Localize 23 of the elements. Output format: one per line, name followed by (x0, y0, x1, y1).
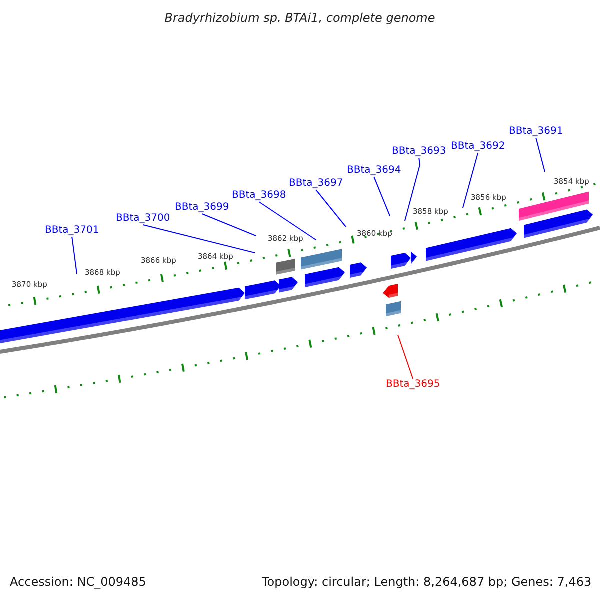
gene-label: BBta_3697 (289, 178, 344, 190)
gene-label: BBta_3700 (116, 213, 170, 225)
footer-text: Accession: NC_009485 (10, 575, 146, 589)
gene-label: BBta_3693 (392, 146, 446, 158)
leader-line (202, 214, 256, 236)
gene-label: BBta_3691 (509, 126, 564, 138)
leader-line (142, 224, 256, 254)
footer-text: Topology: circular; Length: 8,264,687 bp; Genes: 7,463 (262, 575, 592, 589)
gene-label: BBta_3701 (45, 225, 100, 237)
leader-line (398, 334, 414, 380)
leader-line (462, 152, 479, 208)
leader-line (72, 236, 78, 274)
leader-line (316, 190, 346, 228)
leader-line (374, 176, 390, 216)
title: Bradyrhizobium sp. BTAi1, complete genome (164, 11, 436, 25)
leader-line (536, 138, 546, 172)
leader-line (258, 202, 316, 240)
gene-label: BBta_3698 (232, 190, 286, 202)
gene-label: BBta_3692 (451, 141, 506, 153)
leader-line (404, 158, 420, 222)
gene-label: BBta_3694 (347, 165, 402, 177)
gene-label: BBta_3699 (175, 202, 230, 214)
gene-label: BBta_3695 (386, 379, 440, 391)
